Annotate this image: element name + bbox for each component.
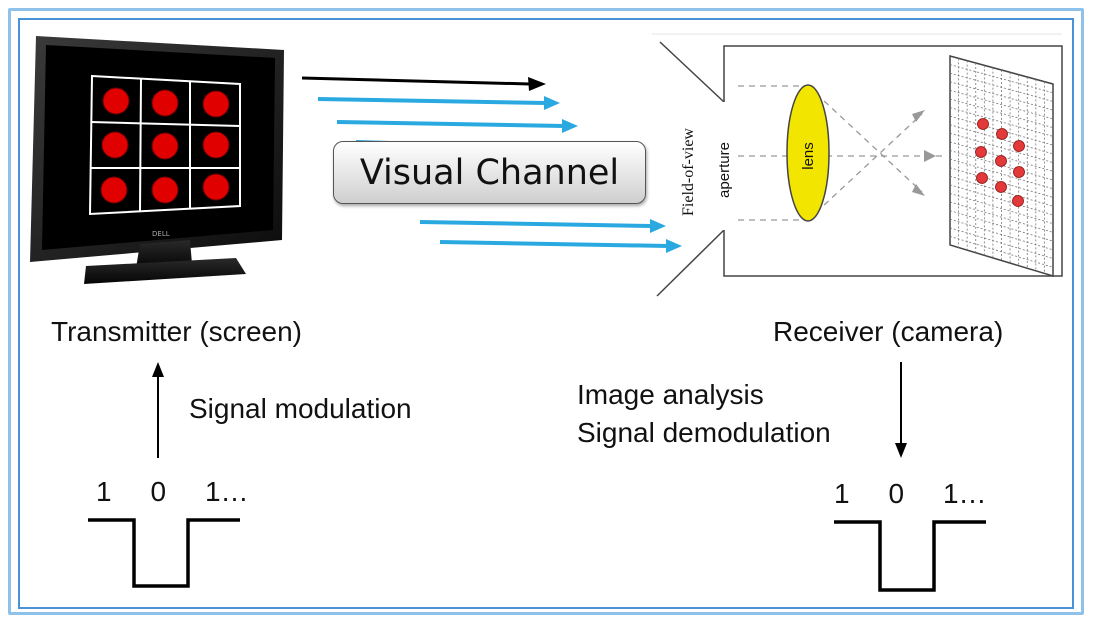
- fov-label: Field-of-view: [680, 128, 697, 216]
- screen-grid: [88, 74, 241, 216]
- receiver-bits: 1 0 1…: [834, 478, 987, 509]
- sensor-dot: [976, 172, 988, 184]
- screen-dot: [202, 173, 230, 201]
- monitor-brand: DELL: [152, 230, 170, 238]
- sensor-dot: [1013, 166, 1025, 178]
- inner-frame: [18, 18, 1074, 609]
- transmitter-label: Transmitter (screen): [51, 316, 303, 347]
- screen-dot: [151, 132, 179, 160]
- signal-arrow: [301, 76, 546, 91]
- lens-label: lens: [800, 142, 817, 170]
- screen-dot: [100, 176, 128, 204]
- transmitter-waveform: [88, 518, 240, 588]
- aperture-label: aperture: [716, 142, 733, 198]
- screen-dot: [202, 90, 230, 118]
- modulation-arrow: [152, 362, 164, 458]
- sensor-dot: [1013, 140, 1025, 152]
- light-ray: [336, 119, 578, 133]
- camera-diagram: lens aperture Field-of-view: [652, 33, 1063, 297]
- demodulation-arrow: [895, 362, 907, 458]
- light-ray: [317, 96, 560, 110]
- sensor-dot: [996, 128, 1008, 140]
- sensor-dot: [977, 118, 989, 130]
- transmitter-bits: 1 0 1…: [96, 476, 249, 507]
- outer-frame: [8, 8, 1084, 615]
- screen-dot: [101, 131, 129, 159]
- visual-channel-label: Visual Channel: [359, 152, 620, 193]
- fov-line-bottom: [656, 229, 725, 297]
- signal-modulation-label: Signal modulation: [189, 393, 412, 424]
- sensor-dot: [975, 146, 987, 158]
- sensor-dot: [1012, 195, 1024, 207]
- receiver-label: Receiver (camera): [773, 316, 1004, 347]
- screen-dots: [100, 87, 230, 204]
- screen-dot: [102, 87, 130, 115]
- receiver-waveform: [834, 520, 986, 592]
- monitor-icon: DELL: [30, 36, 284, 284]
- screen-dot: [151, 176, 179, 204]
- optical-paths: [738, 85, 945, 221]
- fov-line-top: [659, 41, 725, 103]
- sensor-dots: [975, 118, 1025, 207]
- light-ray: [419, 219, 666, 233]
- image-analysis-label: Image analysis: [577, 379, 764, 410]
- screen-dot: [202, 131, 230, 159]
- sensor-dot: [995, 181, 1007, 193]
- light-ray: [439, 239, 682, 253]
- screen-dot: [151, 89, 179, 117]
- signal-demodulation-label: Signal demodulation: [577, 417, 831, 448]
- sensor-dot: [995, 155, 1007, 167]
- lens-shape: [786, 84, 830, 222]
- visual-channel-box: Visual Channel: [333, 141, 646, 204]
